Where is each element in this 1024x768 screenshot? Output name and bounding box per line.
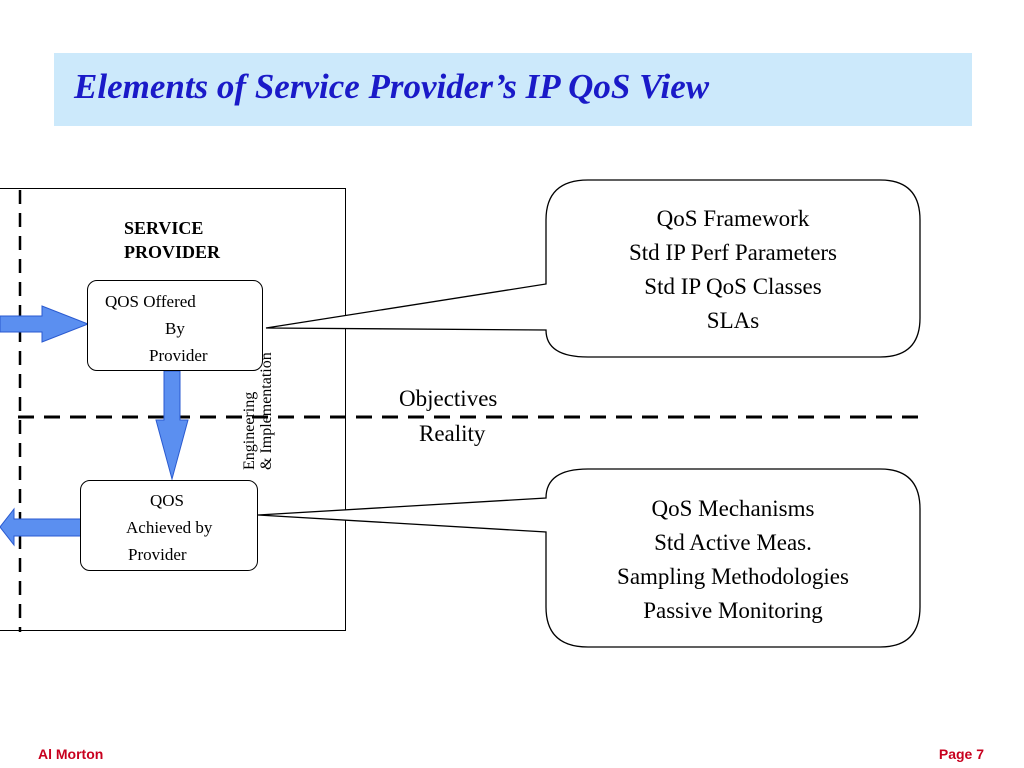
callout-top-line: SLAs [706,308,760,333]
service-provider-label: SERVICE PROVIDER [124,216,220,264]
qos-offered-line1: QOS Offered [105,292,196,311]
service-provider-label-line2: PROVIDER [124,242,221,262]
callout-top-bubble [265,179,921,358]
engineering-implementation-label: Engineering & Implementation [241,352,275,470]
callout-bottom-line: QoS Mechanisms [651,496,815,521]
callout-top-line: QoS Framework [656,206,810,231]
engineering-label-line1: Engineering [241,391,258,470]
qos-offered-line3: Provider [149,346,208,365]
callout-top-text: QoS Framework Std IP Perf Parameters Std… [546,202,920,338]
footer-author: Al Morton [38,746,104,762]
slide-title: Elements of Service Provider’s IP QoS Vi… [74,67,710,106]
qos-offered-line2: By [165,319,185,338]
reality-label: Reality [419,421,486,446]
qos-achieved-line2: Achieved by [126,518,213,537]
qos-achieved-line3: Provider [128,545,187,564]
objectives-label: Objectives [399,386,498,411]
service-provider-box [0,188,346,631]
title-band: Elements of Service Provider’s IP QoS Vi… [54,53,972,126]
arrow-offered-to-achieved [155,370,189,481]
callout-bottom-bubble [257,468,921,648]
service-provider-label-line1: SERVICE [124,218,204,238]
qos-achieved-line1: QOS [150,491,185,510]
callout-bottom-text: QoS Mechanisms Std Active Meas. Sampling… [546,492,920,628]
qos-achieved-box: QOS Achieved by Provider [80,480,258,571]
arrow-into-qos-offered [0,305,90,343]
callout-top-line: Std IP QoS Classes [644,274,822,299]
callout-bottom-line: Passive Monitoring [643,598,823,623]
callout-bottom-line: Sampling Methodologies [617,564,849,589]
engineering-label-line2: & Implementation [258,352,275,470]
callout-top-line: Std IP Perf Parameters [628,240,838,265]
callout-bottom-line: Std Active Meas. [654,530,812,555]
qos-offered-box: QOS Offered By Provider [87,280,263,371]
footer-page-number: Page 7 [938,746,984,762]
arrow-out-of-qos-achieved [0,507,82,547]
